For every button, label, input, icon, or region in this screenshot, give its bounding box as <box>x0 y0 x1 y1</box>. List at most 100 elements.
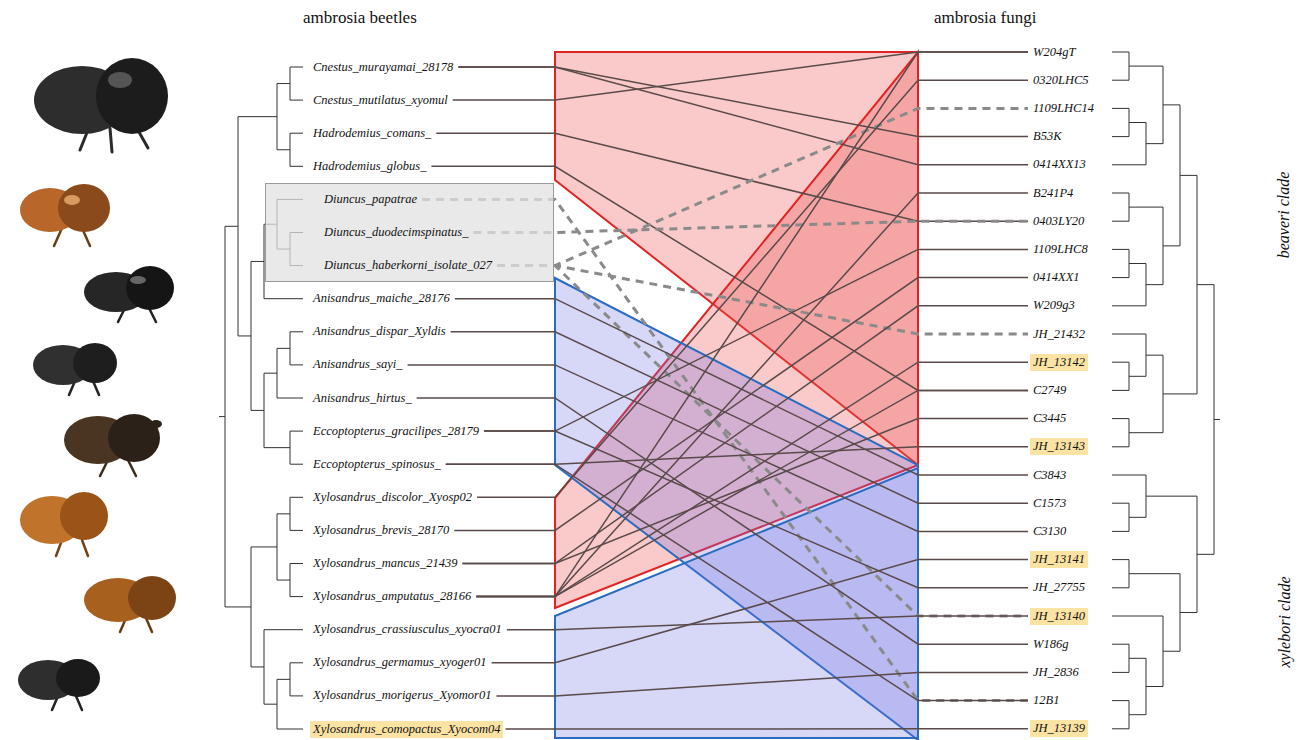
association-link <box>417 398 1028 644</box>
tip-name: JH_13142 <box>1033 355 1085 369</box>
association-link <box>507 616 1028 630</box>
beetle-label: Eccoptopterus_spinosus_ <box>310 456 444 473</box>
beetle-label: Cnestus_mutilatus_xyomul <box>310 92 451 109</box>
tree-branch <box>1112 728 1129 729</box>
tree-branch <box>290 100 303 101</box>
tree-branch <box>277 348 290 349</box>
tip-name: JH_13139 <box>1033 721 1085 735</box>
tree-branch <box>225 606 251 607</box>
beetle-label: Diuncus_papatrae <box>321 191 420 208</box>
tip-name: Hadrodemius_globus_ <box>313 159 426 173</box>
association-link <box>446 447 1028 464</box>
fungus-label: B53K <box>1030 128 1064 145</box>
fungus-label: W209g3 <box>1030 297 1078 314</box>
fungus-label: W186g <box>1030 636 1071 653</box>
fungus-label: 0403LY20 <box>1030 213 1087 230</box>
tree-branch <box>251 410 264 411</box>
tree-branch <box>290 530 303 531</box>
beetle-photo <box>64 414 162 476</box>
tip-name: 12B1 <box>1033 693 1059 707</box>
tree-branch <box>1129 517 1146 518</box>
column-heading: ambrosia beetles <box>303 8 417 28</box>
association-link <box>484 249 1028 431</box>
beetle-label: Xylosandrus_amputatus_28166 <box>310 588 474 605</box>
tree-branch <box>1129 66 1163 67</box>
tree-branch <box>290 166 303 167</box>
tree-branch <box>1129 658 1146 659</box>
tip-name: C3445 <box>1033 411 1066 425</box>
tree-branch <box>1129 263 1146 264</box>
beetle-label: Xylosandrus_comopactus_Xyocom04 <box>310 721 503 738</box>
beetle-label: Anisandrus_hirtus_ <box>310 390 415 407</box>
fungus-label: JH_13139 <box>1030 720 1088 737</box>
tip-name: Cnestus_murayamai_28178 <box>313 60 453 74</box>
tree-branch <box>1112 362 1129 363</box>
tree-branch <box>1112 644 1129 645</box>
fungus-label: 1109LHC8 <box>1030 241 1091 258</box>
tree-branch <box>277 729 303 730</box>
tip-name: Xylosandrus_germamus_xyoger01 <box>313 655 487 669</box>
tree-branch <box>251 546 277 547</box>
fungus-label: W204gT <box>1030 44 1078 61</box>
association-link <box>492 560 1028 663</box>
beetle-photo <box>34 58 168 152</box>
tree-branch <box>1112 108 1129 109</box>
beetle-label: Hadrodemius_globus_ <box>310 158 429 175</box>
tip-name: Xylosandrus_mancus_21439 <box>313 556 457 570</box>
tree-branch <box>1146 686 1163 687</box>
association-link <box>473 221 1028 232</box>
blue-region <box>555 468 918 738</box>
tree-branch <box>251 666 264 667</box>
tree-branch <box>1129 573 1180 574</box>
tip-name: Xylosandrus_discolor_Xyosp02 <box>313 490 472 504</box>
beetle-photo <box>33 343 117 395</box>
beetle-label: Anisandrus_sayi_ <box>310 356 406 373</box>
tip-name: Xylosandrus_crassiusculus_xyocra01 <box>313 622 502 636</box>
tip-name: W186g <box>1033 637 1068 651</box>
tree-branch <box>1112 587 1129 588</box>
beetle-label: Anisandrus_dispar_Xyldis <box>310 323 449 340</box>
tree-branch <box>1146 496 1197 497</box>
tip-name: 1109LHC8 <box>1033 242 1088 256</box>
tree-branch <box>238 335 251 336</box>
association-regions <box>555 52 918 740</box>
beetle-label: Xylosandrus_germamus_xyoger01 <box>310 654 490 671</box>
fungus-label: C3445 <box>1030 410 1069 427</box>
tip-name: Diuncus_duodecimspinatus_ <box>324 225 468 239</box>
tree-branch <box>1163 651 1180 652</box>
tree-branch <box>1112 475 1146 476</box>
association-link <box>496 672 1028 696</box>
association-link <box>462 306 1028 564</box>
fungus-label: 0320LHC5 <box>1030 72 1092 89</box>
association-link <box>455 299 1028 475</box>
association-link <box>453 52 1028 100</box>
fungus-label: C3843 <box>1030 467 1069 484</box>
tree-branch <box>264 447 290 448</box>
beetle-label: Xylosandrus_morigerus_Xyomor01 <box>310 687 494 704</box>
tree-branch <box>1112 80 1129 81</box>
tip-name: Diuncus_papatrae <box>324 192 417 206</box>
tree-branch <box>290 133 303 134</box>
beetle-label: Hadrodemius_comans_ <box>310 125 434 142</box>
tip-name: 0403LY20 <box>1033 214 1084 228</box>
tip-name: Anisandrus_hirtus_ <box>313 391 412 405</box>
beetle-photo <box>20 492 108 556</box>
tree-branch <box>290 497 303 498</box>
tree-branch <box>1112 503 1129 504</box>
association-link <box>458 67 1028 137</box>
tree-branch <box>1129 714 1146 715</box>
beetle-label: Diuncus_duodecimspinatus_ <box>321 224 471 241</box>
tree-branch <box>290 331 303 332</box>
association-link <box>497 108 1028 265</box>
tree-branch <box>1112 334 1146 335</box>
beetle-photos <box>18 58 176 710</box>
tree-branch <box>1112 672 1129 673</box>
tree-branch <box>264 373 277 374</box>
tip-name: Eccoptopterus_gracilipes_28179 <box>313 424 479 438</box>
fungus-label: C1573 <box>1030 495 1069 512</box>
tip-name: Anisandrus_sayi_ <box>313 357 403 371</box>
tree-branch <box>1112 390 1129 391</box>
tree-branch <box>290 563 303 564</box>
tip-name: Xylosandrus_comopactus_Xyocom04 <box>313 722 500 736</box>
